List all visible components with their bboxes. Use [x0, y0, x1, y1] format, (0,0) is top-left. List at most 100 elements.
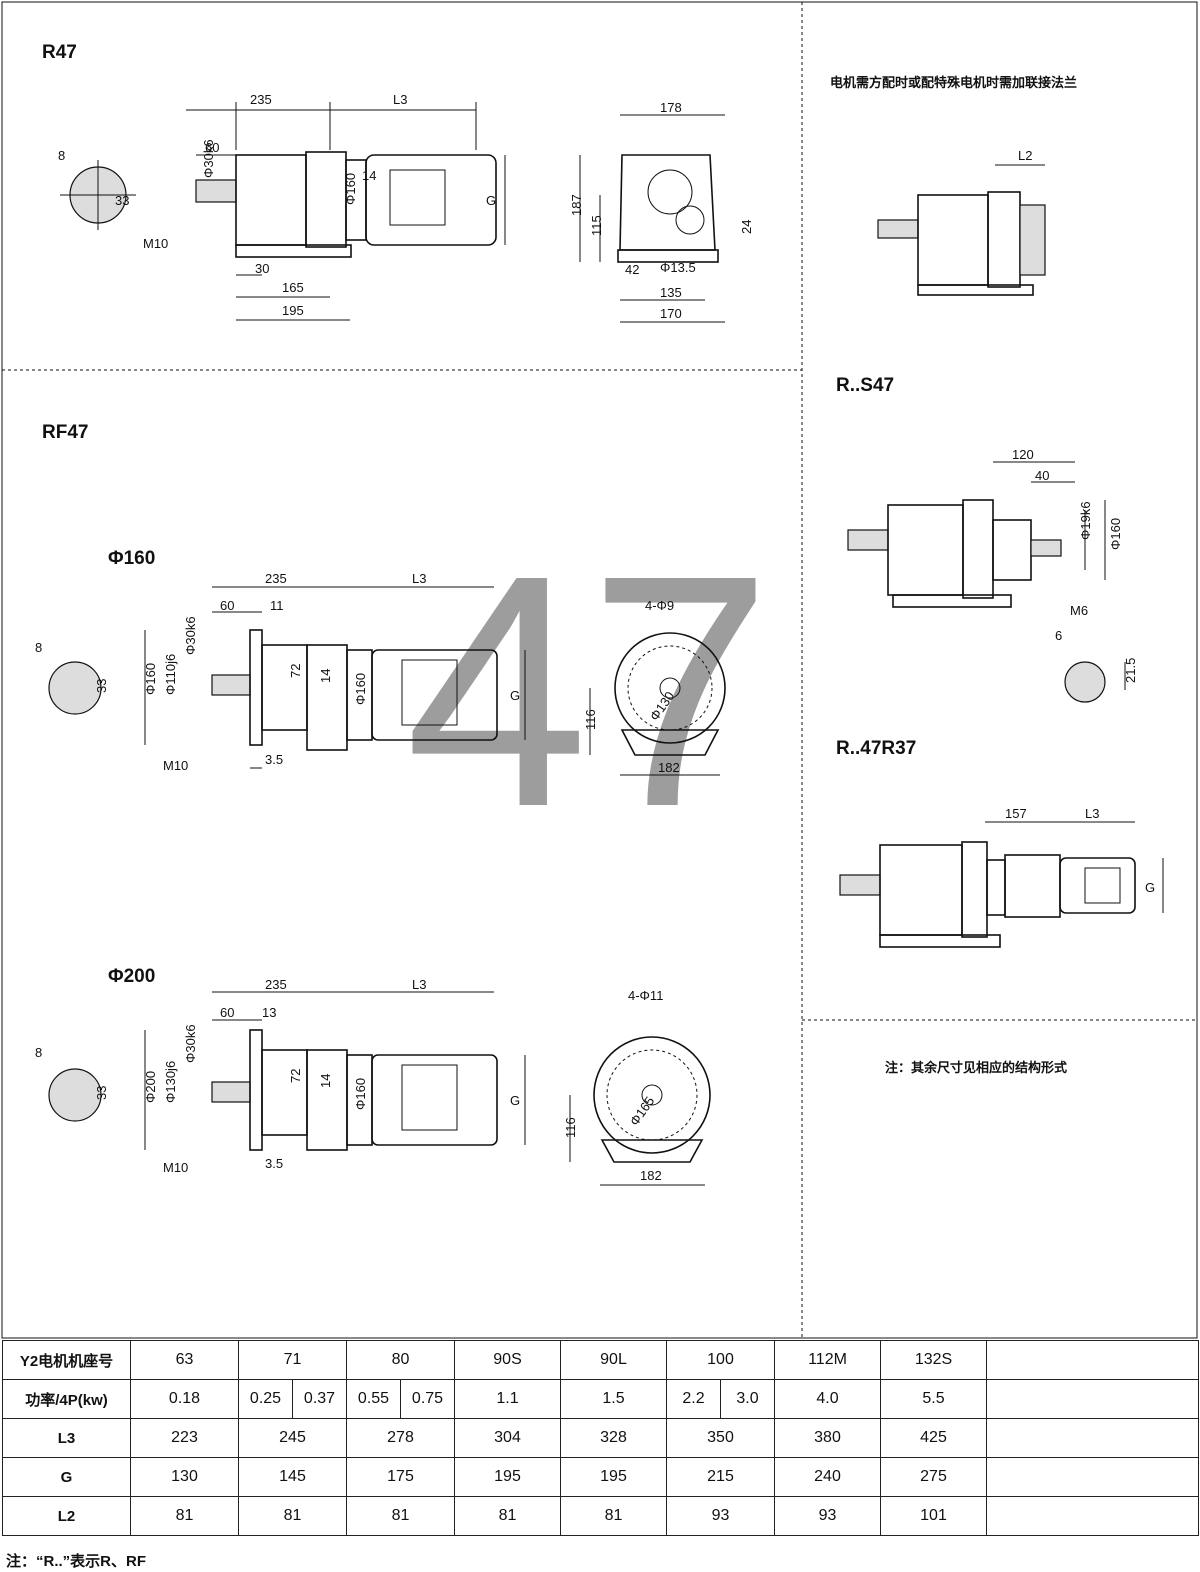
svg-text:14: 14 — [362, 168, 376, 183]
svg-text:L3: L3 — [393, 92, 407, 107]
svg-text:60: 60 — [220, 1005, 234, 1020]
table-cell: 195 — [560, 1457, 667, 1497]
table-cell — [986, 1457, 1199, 1497]
table-cell: 100 — [666, 1340, 775, 1380]
svg-text:Φ19k6: Φ19k6 — [1078, 501, 1093, 540]
table-cell: 425 — [880, 1418, 987, 1458]
table-cell: 5.5 — [880, 1379, 987, 1419]
outer-border — [1, 1, 1198, 1339]
svg-text:42: 42 — [625, 262, 639, 277]
svg-text:24: 24 — [739, 220, 754, 234]
svg-text:60: 60 — [205, 140, 219, 155]
rf47-phi160-end-view — [589, 632, 726, 776]
svg-text:135: 135 — [660, 285, 682, 300]
svg-text:11: 11 — [270, 598, 284, 613]
svg-text:Φ160: Φ160 — [353, 1078, 368, 1110]
table-cell: 0.18 — [130, 1379, 239, 1419]
table-cell: 90S — [454, 1340, 561, 1380]
svg-text:14: 14 — [318, 1074, 333, 1088]
table-cell: 175 — [346, 1457, 455, 1497]
table-subcell: 2.2 — [682, 1390, 705, 1407]
svg-text:115: 115 — [589, 215, 604, 236]
footer-note: 注：“R..”表示R、RF — [6, 1553, 146, 1570]
table-cell: 63 — [130, 1340, 239, 1380]
r47-side-view — [60, 102, 506, 321]
svg-text:Φ30k6: Φ30k6 — [183, 616, 198, 655]
svg-text:235: 235 — [265, 977, 287, 992]
note-flange: 电机需方配时或配特殊电机时需加联接法兰 — [830, 75, 1078, 90]
svg-text:3.5: 3.5 — [265, 752, 283, 767]
table-cell: 2.2 3.0 — [666, 1379, 775, 1419]
table-cell: 245 — [238, 1418, 347, 1458]
svg-text:Φ30k6: Φ30k6 — [183, 1024, 198, 1063]
svg-text:Φ13.5: Φ13.5 — [660, 260, 696, 275]
svg-text:Φ160: Φ160 — [1108, 518, 1123, 550]
svg-text:6: 6 — [1055, 628, 1062, 643]
svg-text:Φ160: Φ160 — [343, 173, 358, 205]
table-cell: 112M — [774, 1340, 881, 1380]
svg-text:30: 30 — [255, 261, 269, 276]
svg-text:4-Φ11: 4-Φ11 — [628, 988, 663, 1003]
row-header: 功率/4P(kw) — [2, 1379, 131, 1419]
table-cell: 4.0 — [774, 1379, 881, 1419]
table-cell: 81 — [130, 1496, 239, 1536]
svg-text:L3: L3 — [412, 977, 426, 992]
svg-text:M10: M10 — [163, 758, 188, 773]
table-cell: 93 — [774, 1496, 881, 1536]
svg-text:170: 170 — [660, 306, 682, 321]
table-cell: 81 — [346, 1496, 455, 1536]
table-cell: 81 — [560, 1496, 667, 1536]
svg-text:72: 72 — [288, 1069, 303, 1083]
table-cell: 215 — [666, 1457, 775, 1497]
svg-text:G: G — [510, 688, 520, 703]
table-cell: 101 — [880, 1496, 987, 1536]
svg-text:187: 187 — [569, 194, 584, 216]
svg-text:165: 165 — [282, 280, 304, 295]
svg-text:L3: L3 — [1085, 806, 1099, 821]
title-phi200: Φ200 — [108, 966, 156, 987]
table-cell: 304 — [454, 1418, 561, 1458]
table-cell: 145 — [238, 1457, 347, 1497]
table-cell: 80 — [346, 1340, 455, 1380]
table-cell: 328 — [560, 1418, 667, 1458]
table-cell: 93 — [666, 1496, 775, 1536]
title-rs47: R..S47 — [836, 375, 895, 396]
table-cell: 278 — [346, 1418, 455, 1458]
svg-text:116: 116 — [563, 1117, 578, 1138]
svg-text:72: 72 — [288, 664, 303, 678]
rf47-phi200-end-view — [569, 1036, 711, 1186]
row-header: Y2电机机座号 — [2, 1340, 131, 1380]
svg-text:G: G — [486, 193, 496, 208]
table-cell: 130 — [130, 1457, 239, 1497]
svg-text:M6: M6 — [1070, 603, 1088, 618]
svg-text:235: 235 — [265, 571, 287, 586]
svg-text:182: 182 — [658, 760, 680, 775]
svg-text:120: 120 — [1012, 447, 1034, 462]
r47r37-view — [839, 821, 1164, 948]
svg-text:Φ110j6: Φ110j6 — [163, 654, 178, 695]
svg-text:4-Φ9: 4-Φ9 — [645, 598, 674, 613]
r47-end-view — [579, 114, 725, 323]
svg-text:178: 178 — [660, 100, 682, 115]
svg-text:Φ160: Φ160 — [143, 663, 158, 695]
rf47-phi160-side-view — [48, 586, 526, 769]
table-cell: 81 — [238, 1496, 347, 1536]
svg-text:L2: L2 — [1018, 148, 1032, 163]
title-r47: R47 — [42, 42, 77, 63]
row-header: G — [2, 1457, 131, 1497]
svg-text:Φ130j6: Φ130j6 — [163, 1061, 178, 1103]
svg-text:33: 33 — [94, 1086, 109, 1100]
table-cell: 195 — [454, 1457, 561, 1497]
svg-text:Φ30k6: Φ30k6 — [201, 139, 216, 178]
table-subcell: 3.0 — [720, 1380, 774, 1418]
rf47-phi200-side-view — [48, 991, 526, 1151]
table-cell: 90L — [560, 1340, 667, 1380]
table-cell: 380 — [774, 1418, 881, 1458]
table-cell: 223 — [130, 1418, 239, 1458]
